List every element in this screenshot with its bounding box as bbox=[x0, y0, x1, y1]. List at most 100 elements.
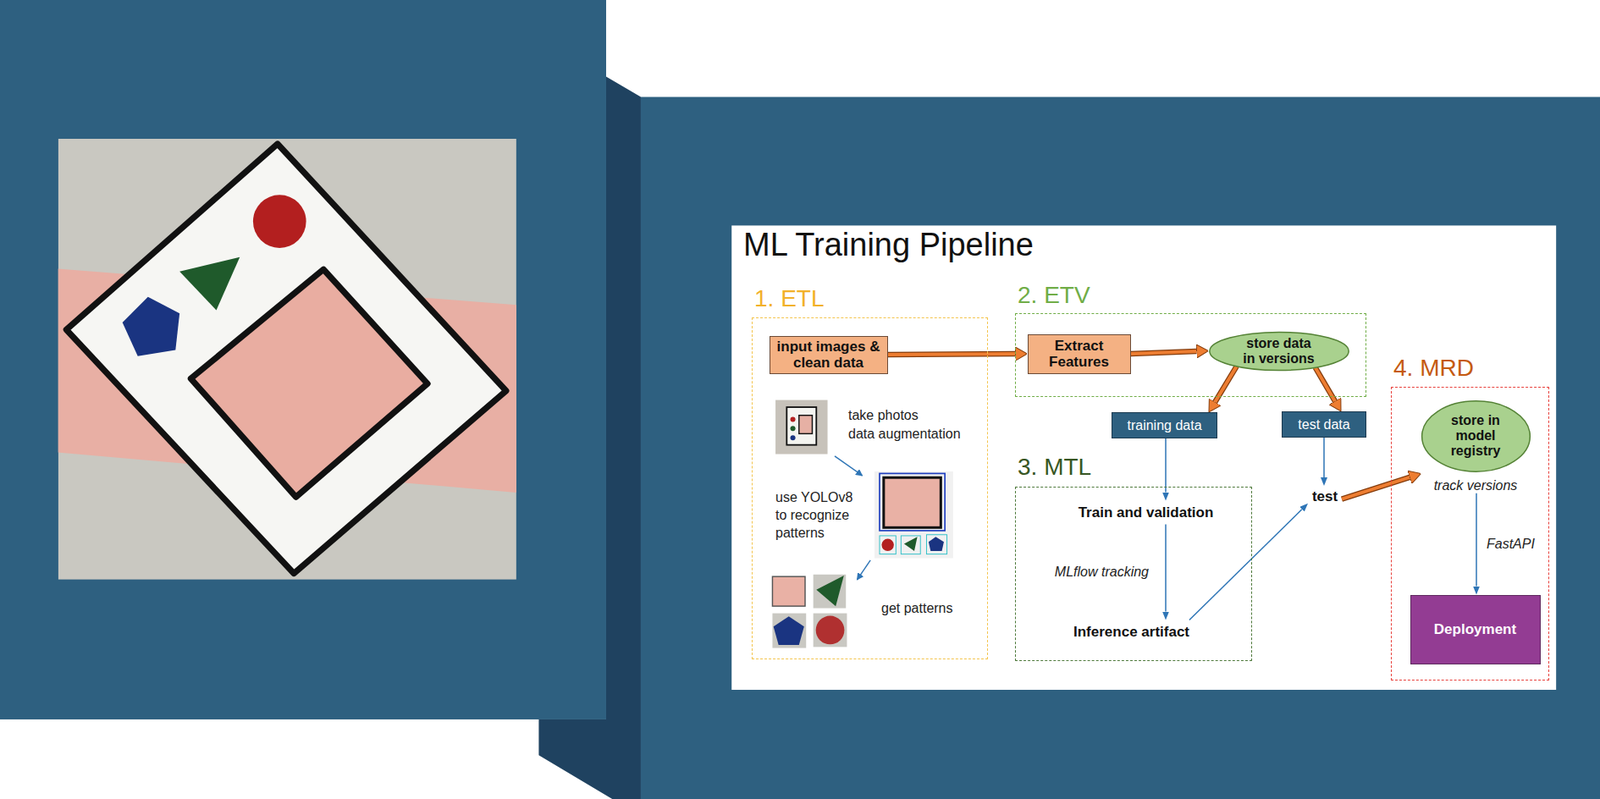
green-triangle bbox=[179, 257, 240, 311]
note-label: take photos bbox=[848, 407, 919, 425]
thumb-dot bbox=[790, 416, 796, 422]
slide-card bbox=[731, 225, 1556, 690]
pattern-tiles bbox=[772, 574, 847, 649]
pattern-circle bbox=[816, 616, 845, 646]
detected-window bbox=[883, 477, 942, 528]
right-panel bbox=[640, 97, 1600, 799]
note-label: use YOLOv8 to recognize patterns bbox=[775, 489, 856, 542]
flow-connector bbox=[1165, 438, 1167, 493]
stage-region: 2. ETVExtract Featuresstore data in vers… bbox=[1015, 313, 1367, 398]
pattern-square bbox=[772, 576, 806, 607]
blue-pentagon bbox=[122, 297, 181, 357]
left-panel bbox=[0, 0, 607, 720]
ellipse-label: store in model registry bbox=[1445, 413, 1506, 459]
box-label: input images & clean data bbox=[775, 338, 883, 371]
note-label: get patterns bbox=[881, 600, 954, 618]
arrow-outline bbox=[1315, 367, 1336, 402]
stage-heading: 2. ETV bbox=[1017, 282, 1091, 309]
flow-arrow bbox=[1341, 477, 1410, 500]
data-box: training data bbox=[1111, 412, 1218, 439]
thumb-ground bbox=[775, 400, 828, 455]
detection-image bbox=[874, 471, 954, 558]
tile-ground bbox=[772, 613, 806, 649]
storage-ellipse: store data in versions bbox=[1208, 331, 1350, 371]
registry-ellipse: store in model registry track versions bbox=[1421, 400, 1531, 494]
step-text: test bbox=[1307, 485, 1342, 508]
ellipse-outline bbox=[1421, 400, 1530, 471]
arrow-outline bbox=[1341, 477, 1410, 500]
flow-arrow bbox=[888, 352, 1016, 357]
arrow-outline bbox=[888, 351, 1016, 358]
link-arrow bbox=[1164, 438, 1167, 493]
tile-ground bbox=[813, 574, 847, 609]
flow-connector bbox=[1131, 351, 1198, 354]
box-label: Extract Features bbox=[1033, 337, 1126, 370]
step-text: Inference artifact bbox=[1067, 620, 1197, 645]
thumb-frame bbox=[786, 407, 817, 446]
thumb-dot bbox=[790, 425, 796, 431]
step-text: Train and validation bbox=[1071, 501, 1221, 525]
deployment-box: Deployment bbox=[1410, 595, 1541, 665]
photo-thumbnail bbox=[775, 400, 828, 455]
box-label: training data bbox=[1126, 418, 1202, 434]
box-label: test data bbox=[1297, 417, 1350, 433]
link-arrow bbox=[1164, 524, 1167, 613]
pattern-triangle bbox=[816, 575, 845, 607]
detection-ground bbox=[874, 471, 954, 558]
flow-arrow bbox=[1131, 351, 1198, 354]
link-arrow bbox=[1189, 509, 1303, 621]
flow-arrow bbox=[1315, 367, 1336, 402]
diagram-title: ML Training Pipeline bbox=[743, 226, 1034, 265]
pattern-pentagon bbox=[773, 616, 805, 646]
detection-box bbox=[900, 535, 921, 555]
ellipse-shape: store in model registry bbox=[1421, 400, 1531, 473]
arrow-outline bbox=[1131, 351, 1198, 354]
thumb-window bbox=[799, 415, 813, 435]
detected-pentagon bbox=[928, 536, 944, 552]
red-circle bbox=[253, 194, 307, 249]
link-arrow bbox=[1323, 437, 1325, 478]
stage-region: 4. MRDstore in model registrytrack versi… bbox=[1390, 386, 1550, 681]
flow-connector bbox=[1476, 493, 1478, 587]
leader-arrow bbox=[834, 456, 863, 476]
flow-connector bbox=[1315, 367, 1336, 402]
thumb-dot bbox=[790, 435, 796, 441]
panel-fold bbox=[538, 76, 641, 799]
photo bbox=[58, 138, 517, 580]
leader-arrow bbox=[857, 560, 872, 580]
process-box: input images & clean data bbox=[769, 336, 889, 375]
flow-connector bbox=[1165, 524, 1167, 613]
data-box: test data bbox=[1281, 411, 1367, 438]
flow-connector bbox=[1189, 509, 1303, 621]
process-box: Extract Features bbox=[1027, 334, 1132, 375]
link-arrow bbox=[1475, 493, 1478, 587]
detection-box bbox=[879, 473, 945, 531]
stage-heading: 1. ETL bbox=[754, 286, 824, 313]
stage-heading: 4. MRD bbox=[1393, 355, 1474, 382]
ellipse-label: store data in versions bbox=[1241, 336, 1318, 367]
detection-box bbox=[926, 535, 947, 555]
flow-connector bbox=[888, 353, 1016, 356]
ellipse-outline bbox=[1208, 331, 1348, 370]
detected-circle bbox=[881, 539, 894, 552]
step-label: Inference artifact bbox=[1073, 623, 1190, 640]
step-label: test bbox=[1312, 488, 1338, 505]
stage-heading: 3. MTL bbox=[1017, 454, 1092, 481]
box-label: Deployment bbox=[1434, 621, 1517, 638]
edge-label: FastAPI bbox=[1484, 535, 1537, 552]
tile-ground bbox=[813, 613, 848, 648]
edge-label: MLflow tracking bbox=[1053, 563, 1151, 580]
detection-box bbox=[879, 535, 896, 555]
white-frame bbox=[66, 143, 507, 574]
step-label: Train and validation bbox=[1078, 504, 1214, 521]
frame-window bbox=[190, 269, 428, 497]
flow-connector bbox=[1324, 437, 1325, 478]
ellipse-caption: track versions bbox=[1434, 477, 1518, 494]
detected-triangle bbox=[904, 536, 918, 552]
photo-ground bbox=[58, 138, 517, 580]
flow-connector bbox=[1341, 477, 1410, 500]
note-label: data augmentation bbox=[848, 425, 961, 444]
